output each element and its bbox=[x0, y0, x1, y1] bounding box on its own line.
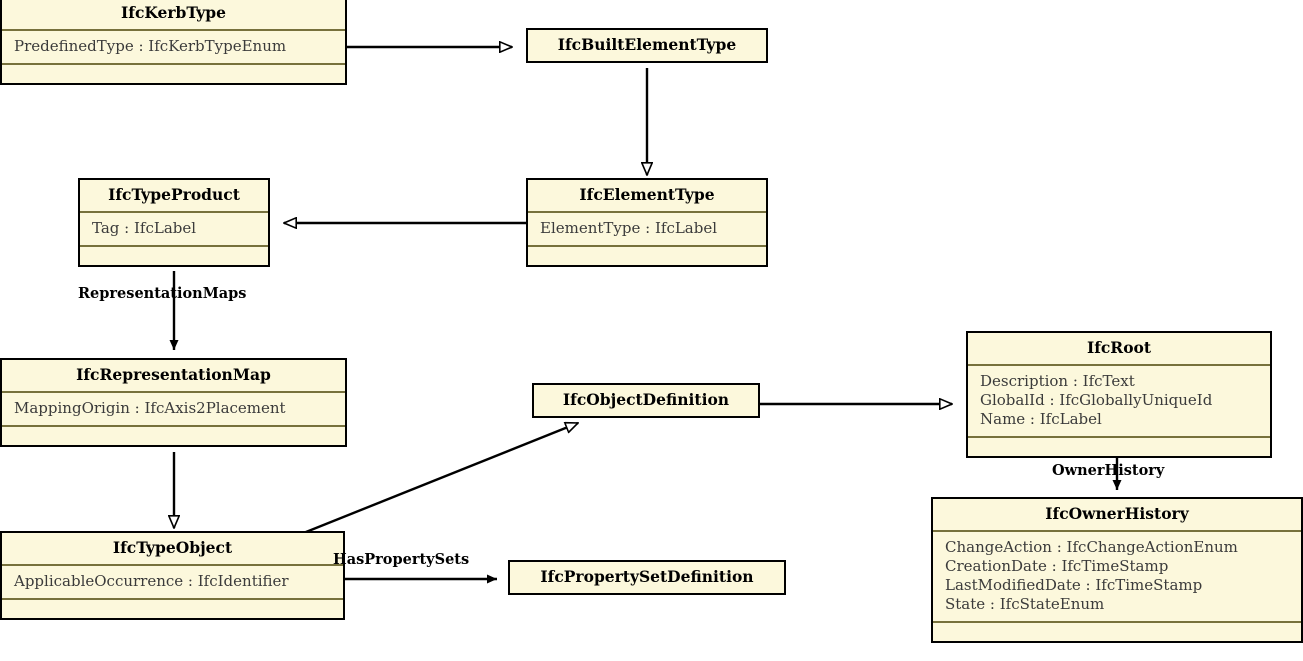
class-name-ifcroot: IfcRoot bbox=[1086, 338, 1152, 357]
operation-compartment bbox=[2, 65, 345, 83]
attribute-compartment: MappingOrigin : IfcAxis2Placement bbox=[2, 393, 345, 425]
attribute-row: PredefinedType : IfcKerbTypeEnum bbox=[14, 36, 287, 55]
operation-compartment bbox=[933, 623, 1301, 641]
attribute-row: Description : IfcText bbox=[980, 371, 1135, 390]
class-name-ifckerbtype: IfcKerbType bbox=[121, 3, 226, 22]
compartment-divider bbox=[933, 529, 1301, 532]
compartment-divider bbox=[968, 436, 1270, 439]
edge-label-haspropertysets: HasPropertySets bbox=[333, 551, 470, 568]
class-box-ifctypeproduct[interactable]: IfcTypeProduct Tag : IfcLabel bbox=[78, 178, 270, 267]
compartment-divider bbox=[2, 390, 345, 393]
class-name-ifctypeobject: IfcTypeObject bbox=[112, 538, 233, 557]
attribute-row: ApplicableOccurrence : IfcIdentifier bbox=[14, 571, 289, 590]
operation-compartment bbox=[80, 247, 268, 265]
attribute-compartment: PredefinedType : IfcKerbTypeEnum bbox=[2, 31, 345, 63]
compartment-divider bbox=[528, 244, 766, 247]
attribute-row: LastModifiedDate : IfcTimeStamp bbox=[945, 575, 1203, 594]
class-box-ifcownerhistory[interactable]: IfcOwnerHistory ChangeAction : IfcChange… bbox=[931, 497, 1303, 644]
attribute-compartment: Tag : IfcLabel bbox=[80, 213, 268, 245]
compartment-divider bbox=[528, 210, 766, 213]
operation-compartment bbox=[968, 438, 1270, 456]
compartment-divider bbox=[80, 244, 268, 247]
class-name-ifcpropertysetdefinition: IfcPropertySetDefinition bbox=[540, 567, 754, 586]
class-name-ifcbuiltelementtype: IfcBuiltElementType bbox=[557, 35, 737, 54]
operation-compartment bbox=[2, 427, 345, 445]
class-name-ifcelementtype: IfcElementType bbox=[579, 185, 715, 204]
class-box-ifcrepresentationmap[interactable]: IfcRepresentationMap MappingOrigin : Ifc… bbox=[0, 358, 347, 447]
class-name-ifcobjectdefinition: IfcObjectDefinition bbox=[562, 390, 730, 409]
compartment-divider bbox=[2, 563, 343, 566]
attribute-row: ChangeAction : IfcChangeActionEnum bbox=[945, 537, 1238, 556]
compartment-divider bbox=[2, 28, 345, 31]
operation-compartment bbox=[2, 600, 343, 618]
class-box-ifcroot[interactable]: IfcRoot Description : IfcText GlobalId :… bbox=[966, 331, 1272, 459]
attribute-row: State : IfcStateEnum bbox=[945, 595, 1105, 614]
edge-label-ownerhistory: OwnerHistory bbox=[1052, 462, 1165, 479]
class-name-ifcownerhistory: IfcOwnerHistory bbox=[1045, 504, 1189, 523]
class-box-ifcelementtype[interactable]: IfcElementType ElementType : IfcLabel bbox=[526, 178, 768, 267]
compartment-divider bbox=[933, 621, 1301, 624]
class-box-ifckerbtype[interactable]: IfcKerbType PredefinedType : IfcKerbType… bbox=[0, 0, 347, 85]
compartment-divider bbox=[2, 597, 343, 600]
operation-compartment bbox=[528, 247, 766, 265]
class-box-ifctypeobject[interactable]: IfcTypeObject ApplicableOccurrence : Ifc… bbox=[0, 531, 345, 620]
attribute-row: Name : IfcLabel bbox=[980, 409, 1102, 428]
class-name-ifcrepresentationmap: IfcRepresentationMap bbox=[76, 365, 271, 384]
class-box-ifcobjectdefinition[interactable]: IfcObjectDefinition bbox=[532, 383, 760, 418]
attribute-compartment: ApplicableOccurrence : IfcIdentifier bbox=[2, 566, 343, 598]
attribute-row: MappingOrigin : IfcAxis2Placement bbox=[14, 398, 286, 417]
class-box-ifcpropertysetdefinition[interactable]: IfcPropertySetDefinition bbox=[508, 560, 786, 595]
class-box-ifcbuiltelementtype[interactable]: IfcBuiltElementType bbox=[526, 28, 768, 63]
compartment-divider bbox=[2, 62, 345, 65]
compartment-divider bbox=[80, 210, 268, 213]
edge-label-representationmaps: RepresentationMaps bbox=[78, 285, 247, 302]
attribute-compartment: ElementType : IfcLabel bbox=[528, 213, 766, 245]
class-name-ifctypeproduct: IfcTypeProduct bbox=[108, 185, 240, 204]
attribute-row: GlobalId : IfcGloballyUniqueId bbox=[980, 390, 1213, 409]
attribute-compartment: ChangeAction : IfcChangeActionEnum Creat… bbox=[933, 532, 1301, 622]
attribute-compartment: Description : IfcText GlobalId : IfcGlob… bbox=[968, 366, 1270, 437]
attribute-row: Tag : IfcLabel bbox=[92, 218, 197, 237]
attribute-row: CreationDate : IfcTimeStamp bbox=[945, 556, 1169, 575]
attribute-row: ElementType : IfcLabel bbox=[540, 218, 718, 237]
compartment-divider bbox=[968, 363, 1270, 366]
compartment-divider bbox=[2, 424, 345, 427]
